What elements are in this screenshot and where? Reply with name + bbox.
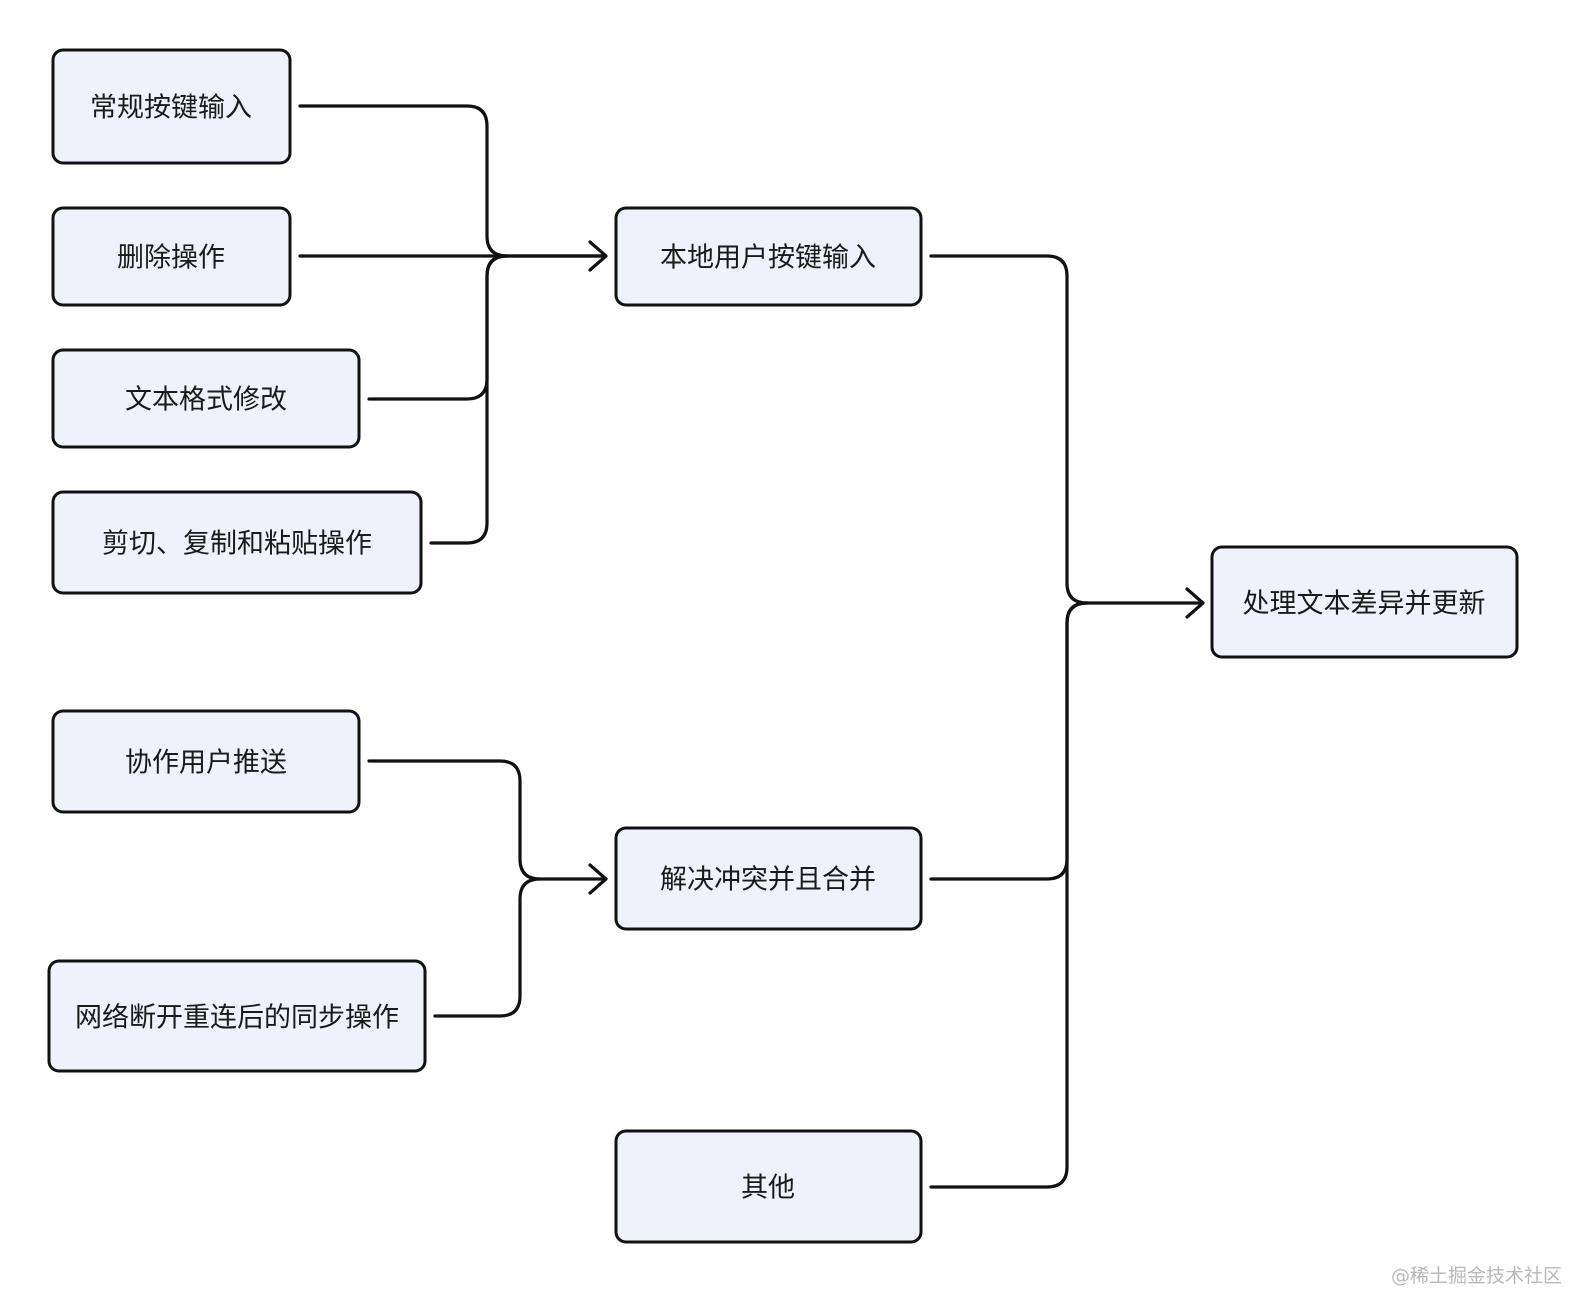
edge-other	[929, 601, 1089, 1189]
edge-local-user-key-input	[929, 254, 1203, 605]
node-text-format-edit: 文本格式修改	[51, 348, 361, 449]
node-process-text-diff: 处理文本差异并更新	[1210, 545, 1519, 659]
node-label: 文本格式修改	[125, 385, 287, 416]
arrowhead-local-input	[588, 240, 608, 272]
node-label: 网络断开重连后的同步操作	[75, 1003, 399, 1034]
edge-regular-key-input	[298, 104, 606, 258]
edge-cut-copy-paste	[429, 254, 509, 545]
node-label: 常规按键输入	[90, 93, 252, 124]
watermark: @稀土掘金技术社区	[1390, 1265, 1562, 1287]
node-cut-copy-paste: 剪切、复制和粘贴操作	[51, 490, 423, 595]
node-resolve-merge: 解决冲突并且合并	[614, 826, 923, 931]
arrowhead-process-diff	[1185, 587, 1205, 619]
edge-reconnect-sync	[433, 877, 542, 1018]
edge-collab-user-push	[367, 759, 606, 881]
node-label: 解决冲突并且合并	[660, 865, 876, 896]
edges-process-diff	[929, 254, 1205, 1189]
node-label: 剪切、复制和粘贴操作	[102, 529, 372, 560]
edges-resolve-merge	[367, 759, 608, 1018]
node-label: 协作用户推送	[125, 748, 287, 779]
edges-local-input	[298, 104, 608, 545]
node-other: 其他	[614, 1129, 923, 1244]
node-label: 删除操作	[117, 243, 225, 274]
node-label: 本地用户按键输入	[660, 243, 876, 274]
node-reconnect-sync: 网络断开重连后的同步操作	[47, 959, 427, 1073]
node-label: 其他	[741, 1173, 795, 1204]
node-collab-user-push: 协作用户推送	[51, 709, 361, 814]
node-local-user-key-input: 本地用户按键输入	[614, 206, 923, 307]
node-regular-key-input: 常规按键输入	[51, 48, 292, 165]
edge-resolve-merge	[929, 601, 1089, 881]
node-delete-op: 删除操作	[51, 206, 292, 307]
node-label: 处理文本差异并更新	[1243, 589, 1486, 620]
arrowhead-resolve-merge	[588, 863, 608, 895]
